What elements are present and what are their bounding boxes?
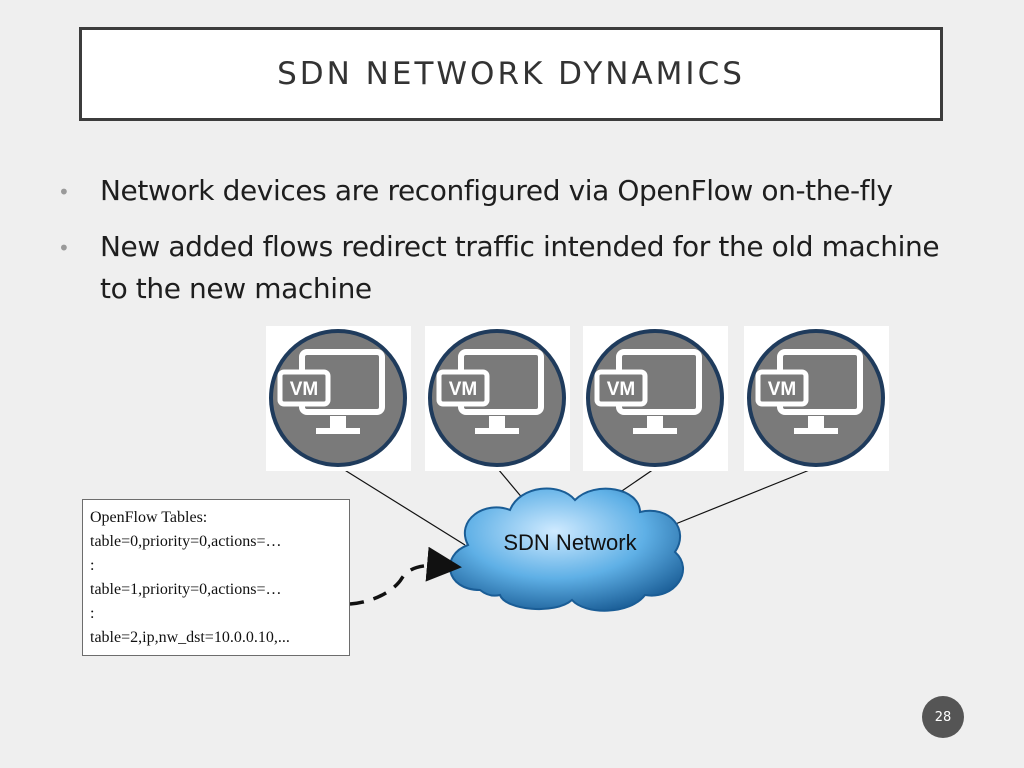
bullet-text: Network devices are reconfigured via Ope… <box>100 174 893 207</box>
monitor-icon: VM <box>428 329 566 467</box>
vm-node: VM <box>266 326 411 471</box>
openflow-line: table=0,priority=0,actions=… <box>90 533 282 550</box>
vm-badge-icon: VM <box>768 379 797 400</box>
monitor-icon: VM <box>269 329 407 467</box>
vm-badge-icon: VM <box>290 379 319 400</box>
dashed-arrow-icon <box>349 546 462 606</box>
vm-badge-icon: VM <box>449 379 478 400</box>
link-line <box>342 468 466 546</box>
link-line <box>497 468 525 501</box>
vm-node: VM <box>744 326 889 471</box>
bullet-marker: • <box>58 236 70 260</box>
sdn-network-label: SDN Network <box>503 530 637 555</box>
openflow-line: OpenFlow Tables: <box>90 509 208 526</box>
openflow-line: : <box>90 557 95 574</box>
bullet-list: • Network devices are reconfigured via O… <box>56 170 986 322</box>
vm-badge-icon: VM <box>607 379 636 400</box>
openflow-line: table=2,ip,nw_dst=10.0.0.10,... <box>90 629 290 646</box>
vm-node: VM <box>425 326 570 471</box>
openflow-tables-box: OpenFlow Tables: table=0,priority=0,acti… <box>82 499 350 656</box>
page-number-badge: 28 <box>922 696 964 738</box>
title-box: SDN NETWORK DYNAMICS <box>79 27 943 121</box>
vm-node: VM <box>583 326 728 471</box>
slide-title: SDN NETWORK DYNAMICS <box>277 56 745 92</box>
openflow-line: table=1,priority=0,actions=… <box>90 581 282 598</box>
monitor-icon: VM <box>586 329 724 467</box>
link-line <box>615 468 655 496</box>
link-line <box>667 468 813 528</box>
bullet-item: • Network devices are reconfigured via O… <box>56 170 986 214</box>
monitor-icon: VM <box>747 329 885 467</box>
bullet-text: New added flows redirect traffic intende… <box>100 230 940 305</box>
openflow-line: : <box>90 605 95 622</box>
bullet-item: • New added flows redirect traffic inten… <box>56 226 986 310</box>
bullet-marker: • <box>58 180 70 204</box>
